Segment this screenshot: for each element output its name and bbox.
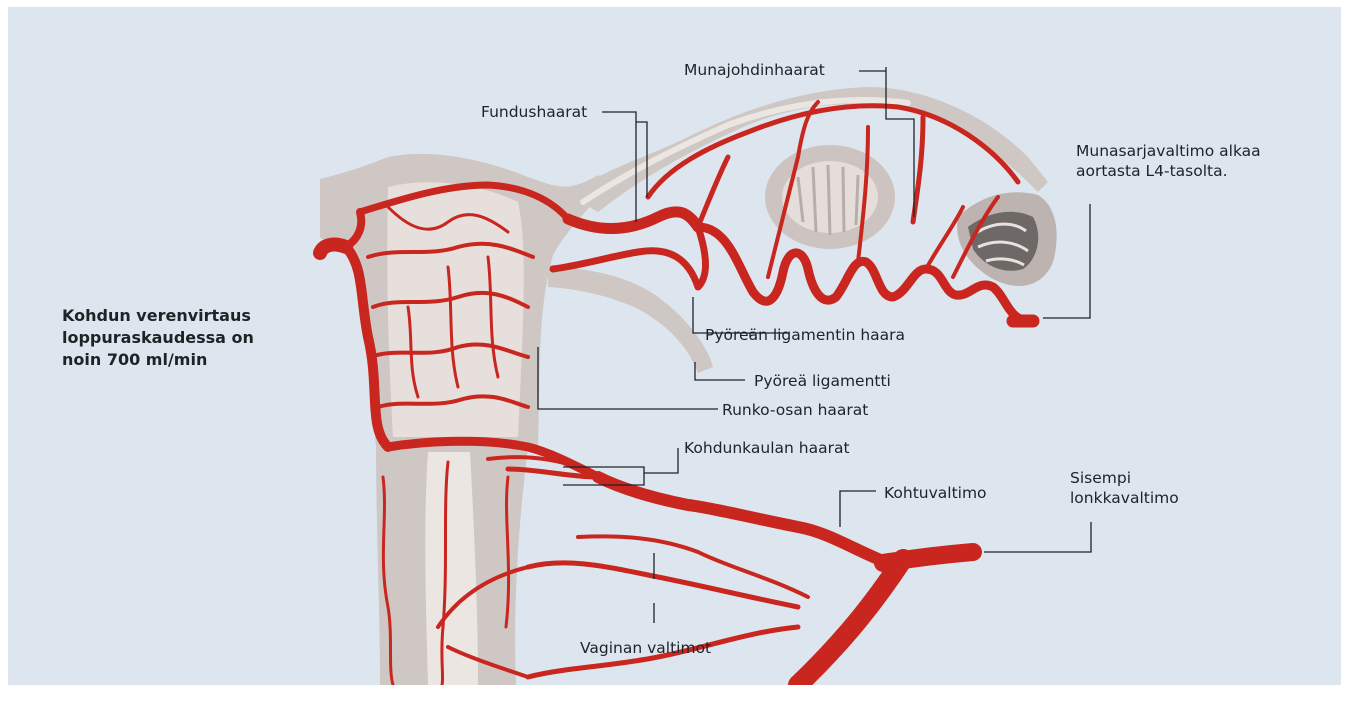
leader-kohdunkaulan-haarat [563,448,678,485]
label-kohtuvaltimo: Kohtuvaltimo [884,483,987,503]
label-vaginan-valtimot: Vaginan valtimot [580,638,711,658]
diagram-canvas: Kohdun verenvirtaus loppuraskaudessa on … [8,7,1341,685]
blood-flow-note: Kohdun verenvirtaus loppuraskaudessa on … [62,305,254,371]
uterus-tissue [320,87,1057,685]
label-munasarjavaltimo-line-1: Munasarjavaltimo alkaa [1076,141,1261,161]
label-pyorean-ligamentin-haara: Pyöreän ligamentin haara [705,325,905,345]
note-line-3: noin 700 ml/min [62,349,254,371]
label-runko-osan-haarat: Runko-osan haarat [722,400,868,420]
note-line-1: Kohdun verenvirtaus [62,305,254,327]
label-fundushaarat: Fundushaarat [481,102,587,122]
note-line-2: loppuraskaudessa on [62,327,254,349]
label-munajohdinhaarat: Munajohdinhaarat [684,60,825,80]
label-sisempi-line-2: lonkkavaltimo [1070,488,1179,508]
leader-kohtuvaltimo [840,491,876,527]
label-pyorea-ligamentti: Pyöreä ligamentti [754,371,891,391]
label-munasarjavaltimo-line-2: aortasta L4-tasolta. [1076,161,1261,181]
leader-sisempi-lonkkavaltimo [984,522,1091,552]
label-sisempi-line-1: Sisempi [1070,468,1179,488]
label-munasarjavaltimo: Munasarjavaltimo alkaa aortasta L4-tasol… [1076,141,1261,181]
label-sisempi-lonkkavaltimo: Sisempi lonkkavaltimo [1070,468,1179,508]
label-kohdunkaulan-haarat: Kohdunkaulan haarat [684,438,850,458]
